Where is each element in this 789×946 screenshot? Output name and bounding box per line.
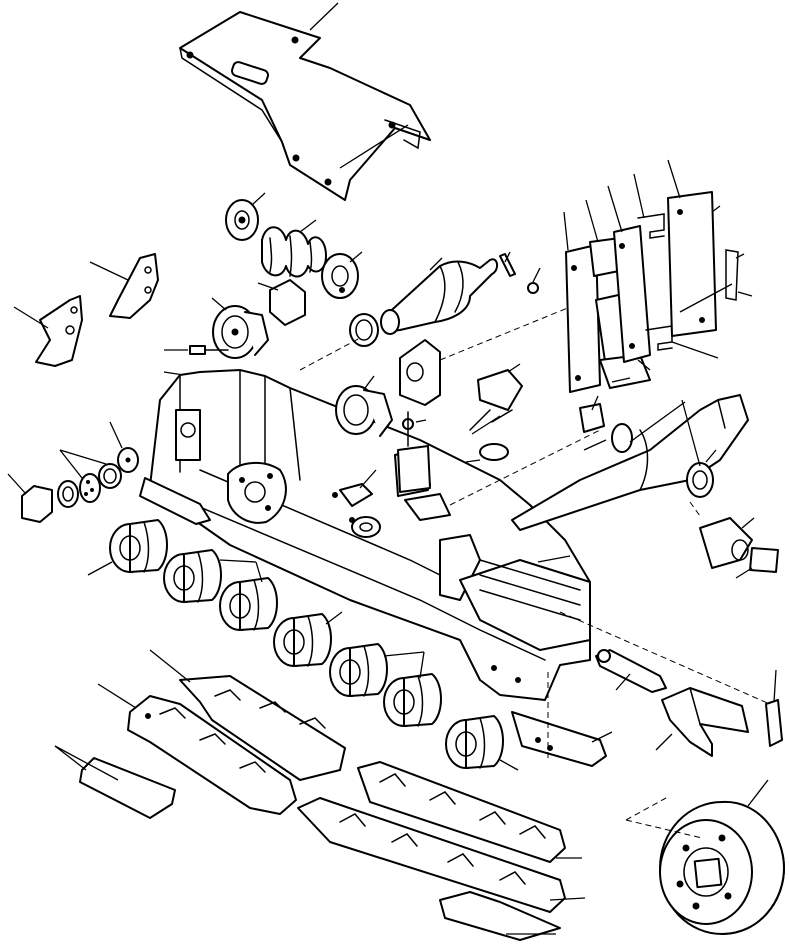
sprocket-guards bbox=[13, 253, 159, 367]
track-rollers bbox=[87, 519, 519, 771]
recoil-cylinder bbox=[397, 304, 601, 521]
roller-guards bbox=[54, 649, 613, 941]
recoil-cylinder bbox=[559, 611, 773, 706]
track-rollers bbox=[335, 375, 393, 437]
recoil-cylinder bbox=[380, 251, 541, 335]
idler-yoke bbox=[655, 669, 783, 757]
spring-retainer bbox=[225, 192, 266, 241]
equalizer-bar bbox=[511, 394, 749, 531]
front-idler bbox=[625, 779, 785, 935]
wear-plates bbox=[563, 159, 753, 433]
pin bbox=[689, 501, 779, 579]
carrier-roller bbox=[163, 279, 306, 384]
top-guard-plate bbox=[179, 2, 431, 201]
spring-retainer bbox=[321, 251, 363, 299]
pivot-bushing bbox=[299, 313, 379, 371]
adjuster-spring bbox=[261, 219, 327, 278]
pivot-bushing bbox=[7, 421, 211, 525]
